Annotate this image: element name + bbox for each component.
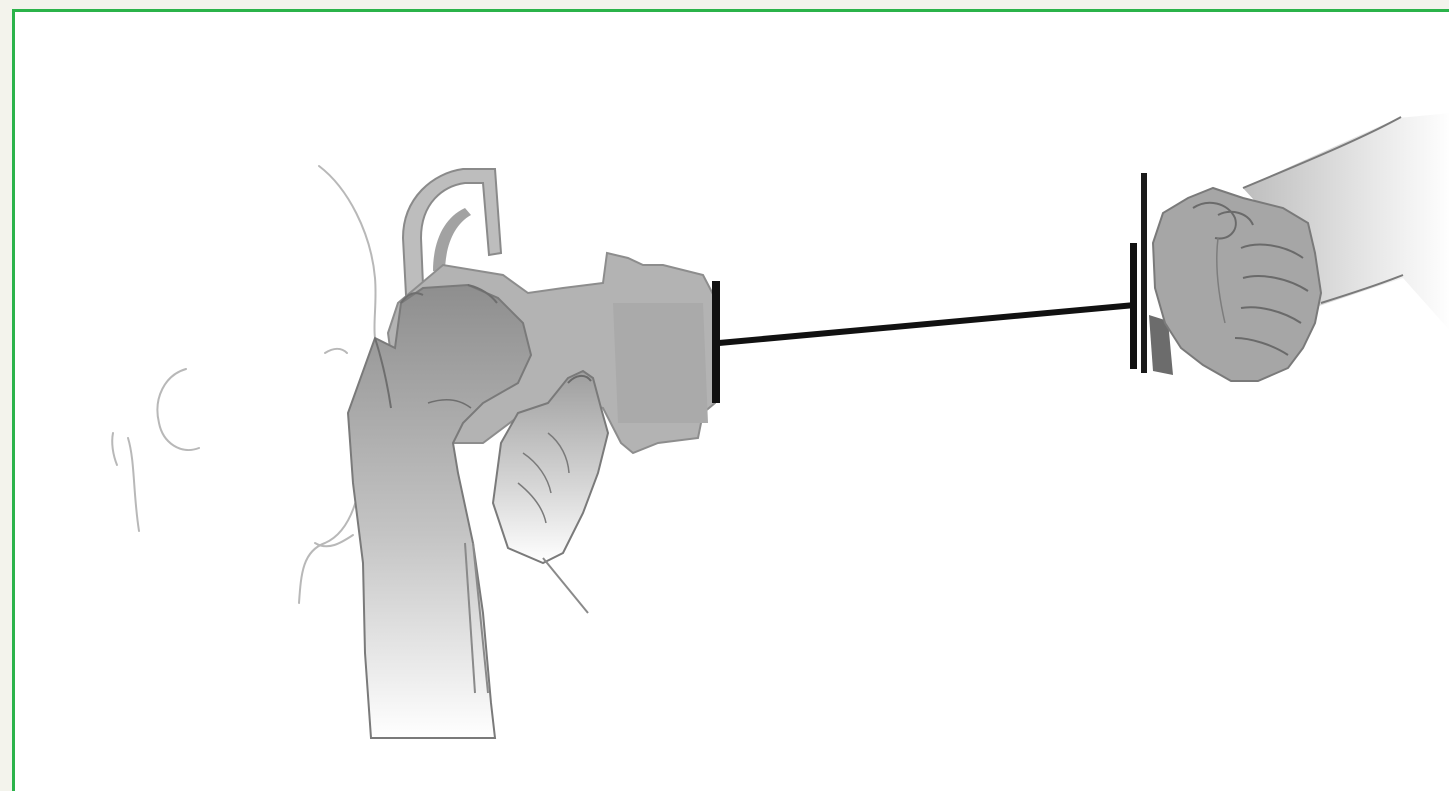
illustration-canvas xyxy=(15,12,1449,791)
device-end-plate xyxy=(712,281,720,403)
illustration-frame xyxy=(12,9,1449,791)
face-profile-sketch xyxy=(112,349,347,531)
measurement-bar xyxy=(719,305,1135,343)
clenched-fist xyxy=(1153,188,1321,381)
